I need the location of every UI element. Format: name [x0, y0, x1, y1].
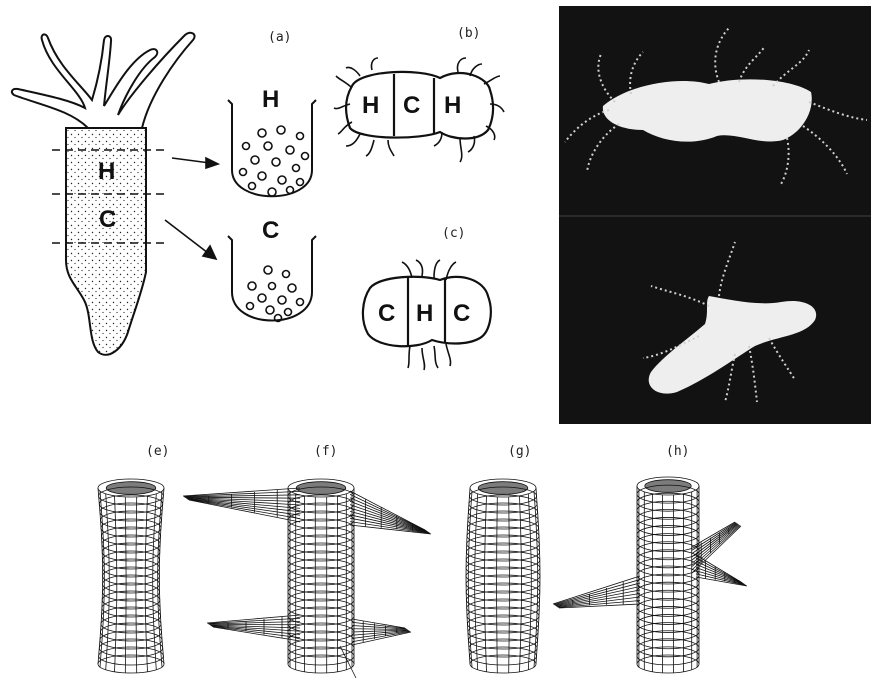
- label-a: (a): [268, 30, 291, 45]
- hydra-photo-top: [565, 28, 867, 184]
- wireframe-e: [98, 479, 164, 673]
- label-c: (c): [442, 226, 465, 241]
- hydra-photo-bottom: [643, 242, 816, 402]
- hydra-drawing: [12, 33, 195, 355]
- graft-c-segment-3: C: [453, 300, 470, 328]
- graft-c-segment-1: C: [378, 300, 395, 328]
- tube-head: [228, 100, 316, 196]
- label-f: (f): [314, 444, 337, 459]
- graft-c-segment-2: H: [416, 300, 433, 328]
- hydra-region-column: C: [99, 206, 116, 234]
- micrograph-photo: [559, 6, 871, 424]
- label-b: (b): [457, 26, 480, 41]
- graft-b-segment-3: H: [444, 92, 461, 120]
- label-h: (h): [666, 444, 689, 459]
- graft-b-segment-2: C: [403, 92, 420, 120]
- label-e: (e): [146, 444, 169, 459]
- wireframe-g: [466, 479, 540, 673]
- hydra-tentacles: [12, 33, 195, 128]
- graft-b-segment-1: H: [362, 92, 379, 120]
- wireframe-f: [183, 479, 431, 678]
- tube-head-label: H: [262, 86, 279, 114]
- tube-column: [228, 236, 316, 322]
- hydra-region-head: H: [98, 158, 115, 186]
- tube-column-label: C: [262, 217, 279, 245]
- transfer-arrows: [165, 158, 218, 259]
- label-g: (g): [508, 444, 531, 459]
- wireframe-h: [553, 477, 747, 673]
